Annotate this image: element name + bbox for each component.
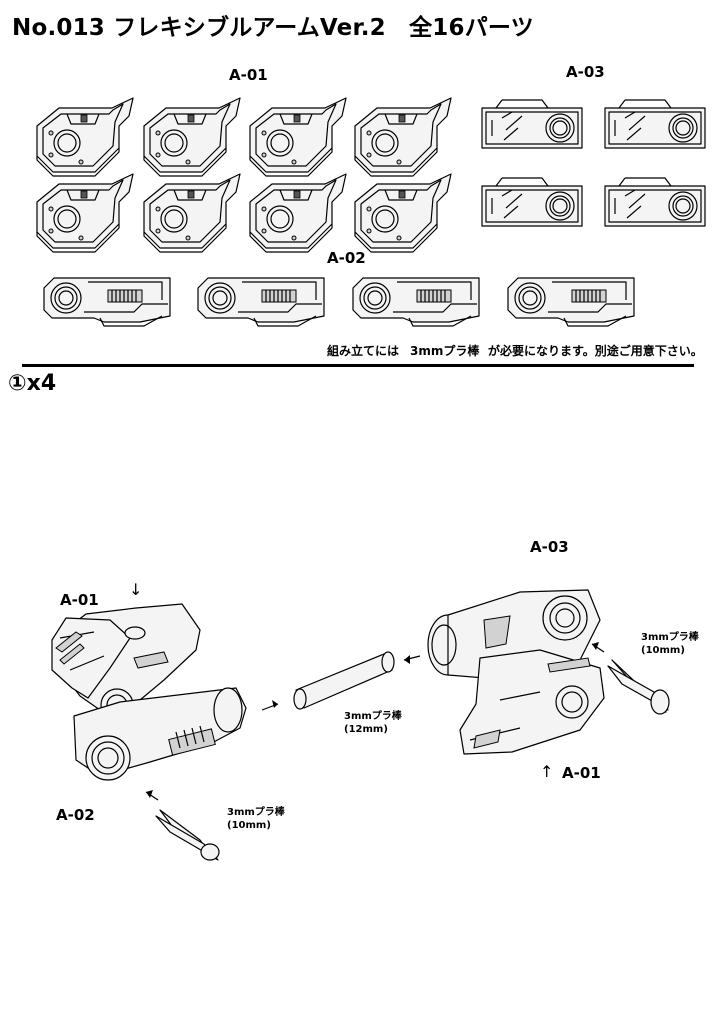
rod-label-10mm-right-line1: 3mmプラ棒 [641, 632, 699, 643]
rod-label-10mm-left-line2: (10mm) [227, 820, 271, 831]
assembly-drawing [51, 589, 670, 861]
part-label-a03: A-03 [566, 63, 605, 81]
rod-label-10mm-left-line1: 3mmプラ棒 [227, 807, 285, 818]
assembly-label-a03-right: A-03 [530, 538, 569, 556]
right-assembly-a01 [459, 649, 605, 755]
parts-list-drawing [36, 97, 706, 327]
arrow-down: ↓ [129, 580, 143, 599]
rod-label-10mm-right-line2: (10mm) [641, 645, 685, 656]
step-label: ①x4 [8, 371, 57, 396]
rod-12mm-left [293, 651, 395, 710]
assembly-label-a01-right: A-01 [562, 764, 601, 782]
arrow-up: ↑ [540, 762, 554, 781]
assembly-label-a01-left: A-01 [60, 591, 99, 609]
note-part-2: 3mmプラ棒 [410, 344, 480, 358]
rod-label-12mm-line1: 3mmプラ棒 [344, 711, 402, 722]
part-label-a02: A-02 [327, 249, 366, 267]
part-label-a01: A-01 [229, 66, 268, 84]
rod-10mm-left [155, 809, 220, 861]
page-title: No.013 フレキシブルアームVer.2 全16パーツ [12, 15, 534, 41]
rod-label-10mm-right: 3mmプラ棒 (10mm) [641, 631, 699, 657]
note-part-1: 組み立てには [327, 344, 400, 358]
rod-label-12mm: 3mmプラ棒 (12mm) [344, 710, 402, 736]
rod-label-10mm-left: 3mmプラ棒 (10mm) [227, 806, 285, 832]
left-assembly-a02 [73, 687, 247, 781]
section-divider [22, 364, 694, 367]
note-part-3: が必要になります。別途ご用意下さい。 [488, 344, 703, 358]
assembly-label-a02-left: A-02 [56, 806, 95, 824]
rod-10mm-right [607, 659, 670, 715]
rod-label-12mm-line2: (12mm) [344, 724, 388, 735]
